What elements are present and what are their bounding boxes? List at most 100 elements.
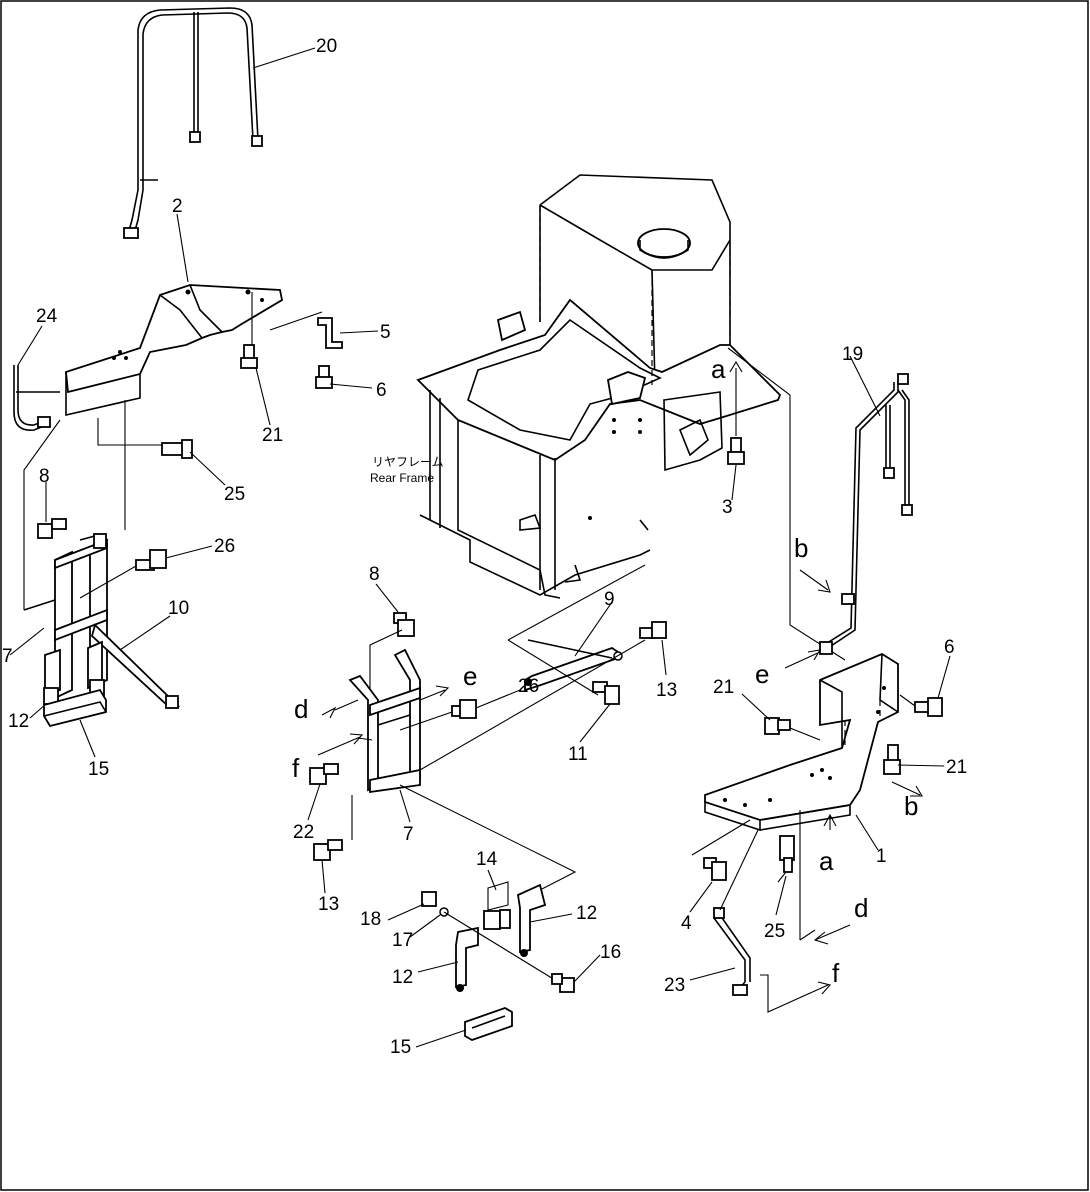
bolt-21-upper-right [764,717,821,741]
leader-8-center [375,583,399,613]
leader-10 [119,615,171,651]
part-label-23: 23 [664,975,685,996]
leader-23 [689,967,736,981]
leader-20 [252,47,316,69]
bolt-6-left [315,365,333,389]
bolt-26-left [79,549,167,599]
connection-letter-a-upper: a [711,354,726,384]
leader-2 [176,213,189,283]
connection-letter-f-center: f [292,753,300,783]
connection-letter-e-right: e [755,659,769,689]
part-label-21-upper-right: 21 [713,677,734,698]
leader-14 [487,869,497,891]
arrow-b-upper [799,569,831,593]
leader-19 [849,355,881,417]
step-assembly-12-15-left [43,640,107,728]
part-label-22: 22 [293,822,314,843]
part-label-13-upper: 13 [656,680,677,701]
stay-9 [524,639,623,692]
part-label-7-left: 7 [2,646,13,667]
connection-letter-f-right: f [832,958,840,988]
leader-9 [574,601,613,657]
leader-7-left [9,627,45,656]
bolt-25-right [779,835,795,873]
leader-21-lower-right [897,764,945,767]
bolt-13-upper [639,621,667,639]
part-label-21-lower-right: 21 [946,757,967,778]
leader-26-center [475,689,521,709]
pipe-24 [13,365,60,431]
arrow-d-right [813,924,851,945]
part-label-11: 11 [568,744,588,765]
leader-17 [409,914,441,938]
connection-letter-b-upper: b [794,533,808,563]
bolt-21-left [240,344,258,369]
leader-11 [579,703,611,743]
step-assembly-center [421,881,575,1041]
leader-16 [573,954,601,983]
part-label-24: 24 [36,306,58,327]
part-label-5: 5 [380,322,391,343]
part-label-20: 20 [316,36,337,57]
leader-22 [307,783,321,821]
connection-letter-a-lower: a [819,846,834,876]
part-label-8-center: 8 [369,564,380,585]
part-label-14: 14 [476,849,498,870]
leader-4 [689,881,713,913]
part-label-16: 16 [600,942,621,963]
leader-12-center-right [529,913,573,923]
part-label-17: 17 [392,930,413,951]
leader-18 [387,903,425,921]
part-label-8-left: 8 [39,466,50,487]
rear-frame-label-jp: リヤフレーム [372,455,444,469]
part-label-25-right: 25 [764,921,785,942]
part-label-7-center: 7 [403,824,414,845]
part-label-26-left: 26 [214,536,235,557]
leader-1 [855,814,879,851]
leader-13-upper [661,639,667,676]
part-label-18: 18 [360,909,381,930]
leader-6-left [329,383,373,389]
part-label-26-center: 26 [518,676,539,697]
connection-letter-e-center: e [463,661,477,691]
rear-frame-label-en: Rear Frame [370,471,434,485]
part-label-12-left: 12 [8,711,29,732]
part-label-13-lower: 13 [318,894,339,915]
bolt-21-lower-right [883,744,901,775]
bolt-11 [592,681,620,705]
part-label-15-center: 15 [390,1037,411,1058]
leader-7-center [399,789,411,823]
connection-letter-d-right: d [854,893,868,923]
part-label-15-left: 15 [88,759,109,780]
bolt-26-center [399,699,477,731]
part-label-4: 4 [681,913,692,934]
leader-15-left [79,719,96,758]
part-label-9: 9 [604,589,615,610]
bolt-25-left [161,439,193,459]
leader-25-right [775,875,787,916]
part-label-6-right: 6 [944,637,955,658]
step-ladder-7-center [348,648,421,794]
leader-12-left [29,703,47,719]
stay-10 [90,623,181,709]
arrow-d-center [321,699,359,719]
part-label-12-center-left: 12 [392,967,413,988]
arrow-f-center [317,733,364,756]
bolt-3 [727,437,745,465]
part-label-6-left: 6 [376,380,387,401]
leader-25-left [189,451,226,486]
part-label-2: 2 [172,196,183,217]
clip-5 [317,317,343,349]
part-label-3: 3 [722,497,733,518]
bolt-13-lower [313,839,343,861]
bolt-8-center [393,612,415,637]
leader-21-upper-right [741,693,771,721]
connection-letter-b-lower: b [904,791,918,821]
bolt-6-right [914,697,943,717]
leader-26-left [165,545,213,559]
leader-6-right [937,655,951,699]
handrail-pipe-19 [819,373,913,655]
step-bracket-1 [704,652,899,832]
